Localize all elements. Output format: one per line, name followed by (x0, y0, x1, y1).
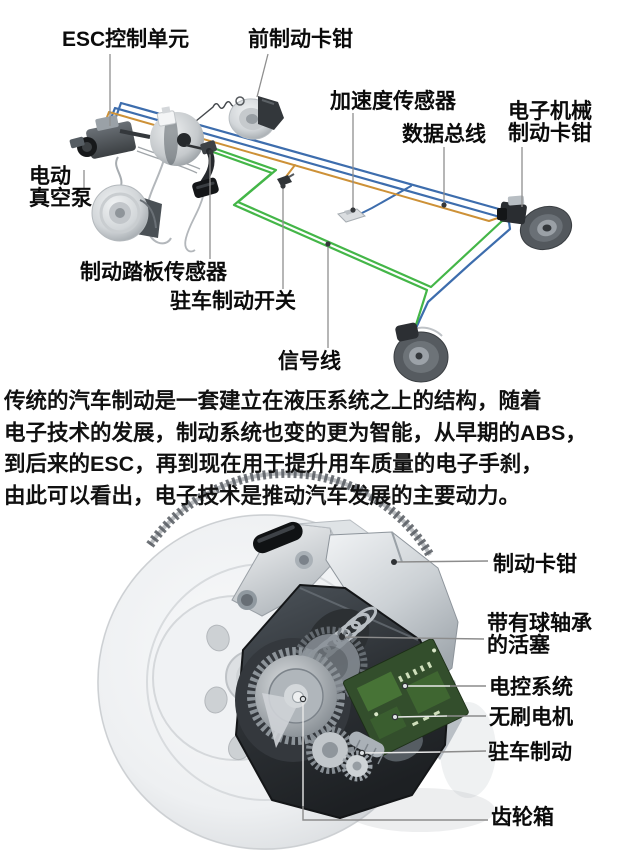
vacuum-pump-graphic (91, 184, 162, 242)
label-ecu: 电控系统 (489, 676, 573, 699)
label-accel-sensor: 加速度传感器 (330, 90, 456, 113)
parking-switch-graphic (277, 173, 295, 186)
label-signal-line: 信号线 (278, 350, 341, 373)
epb-caliper-cutaway (97, 468, 496, 850)
bottom-leader-lines (302, 560, 489, 821)
label-esc-unit: ESC控制单元 (62, 28, 190, 51)
label-vacuum-pump: 电动 真空泵 (29, 165, 92, 210)
pcb-board (343, 638, 469, 757)
front-caliper-graphic (228, 96, 284, 140)
label-park-switch: 驻车制动开关 (170, 290, 296, 313)
leader-brake-caliper (393, 560, 489, 563)
brake-system-layout (69, 53, 573, 383)
leader-piston (341, 636, 485, 640)
label-data-bus: 数据总线 (402, 123, 486, 146)
guide-pin (253, 521, 303, 554)
label-pedal-sensor: 制动踏板传感器 (80, 261, 227, 284)
leader-park-inner (361, 751, 441, 754)
brake-booster-graphic (119, 106, 209, 166)
description-paragraph: 传统的汽车制动是一套建立在液压系统之上的结构，随着 电子技术的发展，制动系统也变… (4, 389, 587, 508)
disc-rim-band (148, 471, 432, 557)
rear-right-wheel-graphic (497, 195, 573, 251)
leader-motor-inner (394, 715, 448, 718)
top-leader-lines (83, 53, 523, 348)
bottom-leader-dots (299, 559, 409, 757)
label-front-caliper: 前制动卡钳 (248, 28, 353, 51)
label-brushless-motor: 无刷电机 (489, 706, 573, 729)
label-brake-caliper: 制动卡钳 (493, 553, 577, 576)
label-parking-brake: 驻车制动 (488, 741, 572, 764)
label-gearbox: 齿轮箱 (491, 806, 554, 829)
label-ball-bearing-piston: 带有球轴承 的活塞 (487, 612, 592, 657)
leader-gearbox (302, 806, 488, 821)
leader-front-caliper (256, 53, 269, 98)
esc-unit-graphic (69, 115, 136, 159)
label-emb-caliper: 电子机械 制动卡钳 (508, 100, 592, 145)
main-gear (247, 647, 345, 748)
rear-left-wheel-graphic (393, 322, 449, 383)
top-leader-dots (208, 149, 447, 247)
leader-park (439, 750, 487, 753)
